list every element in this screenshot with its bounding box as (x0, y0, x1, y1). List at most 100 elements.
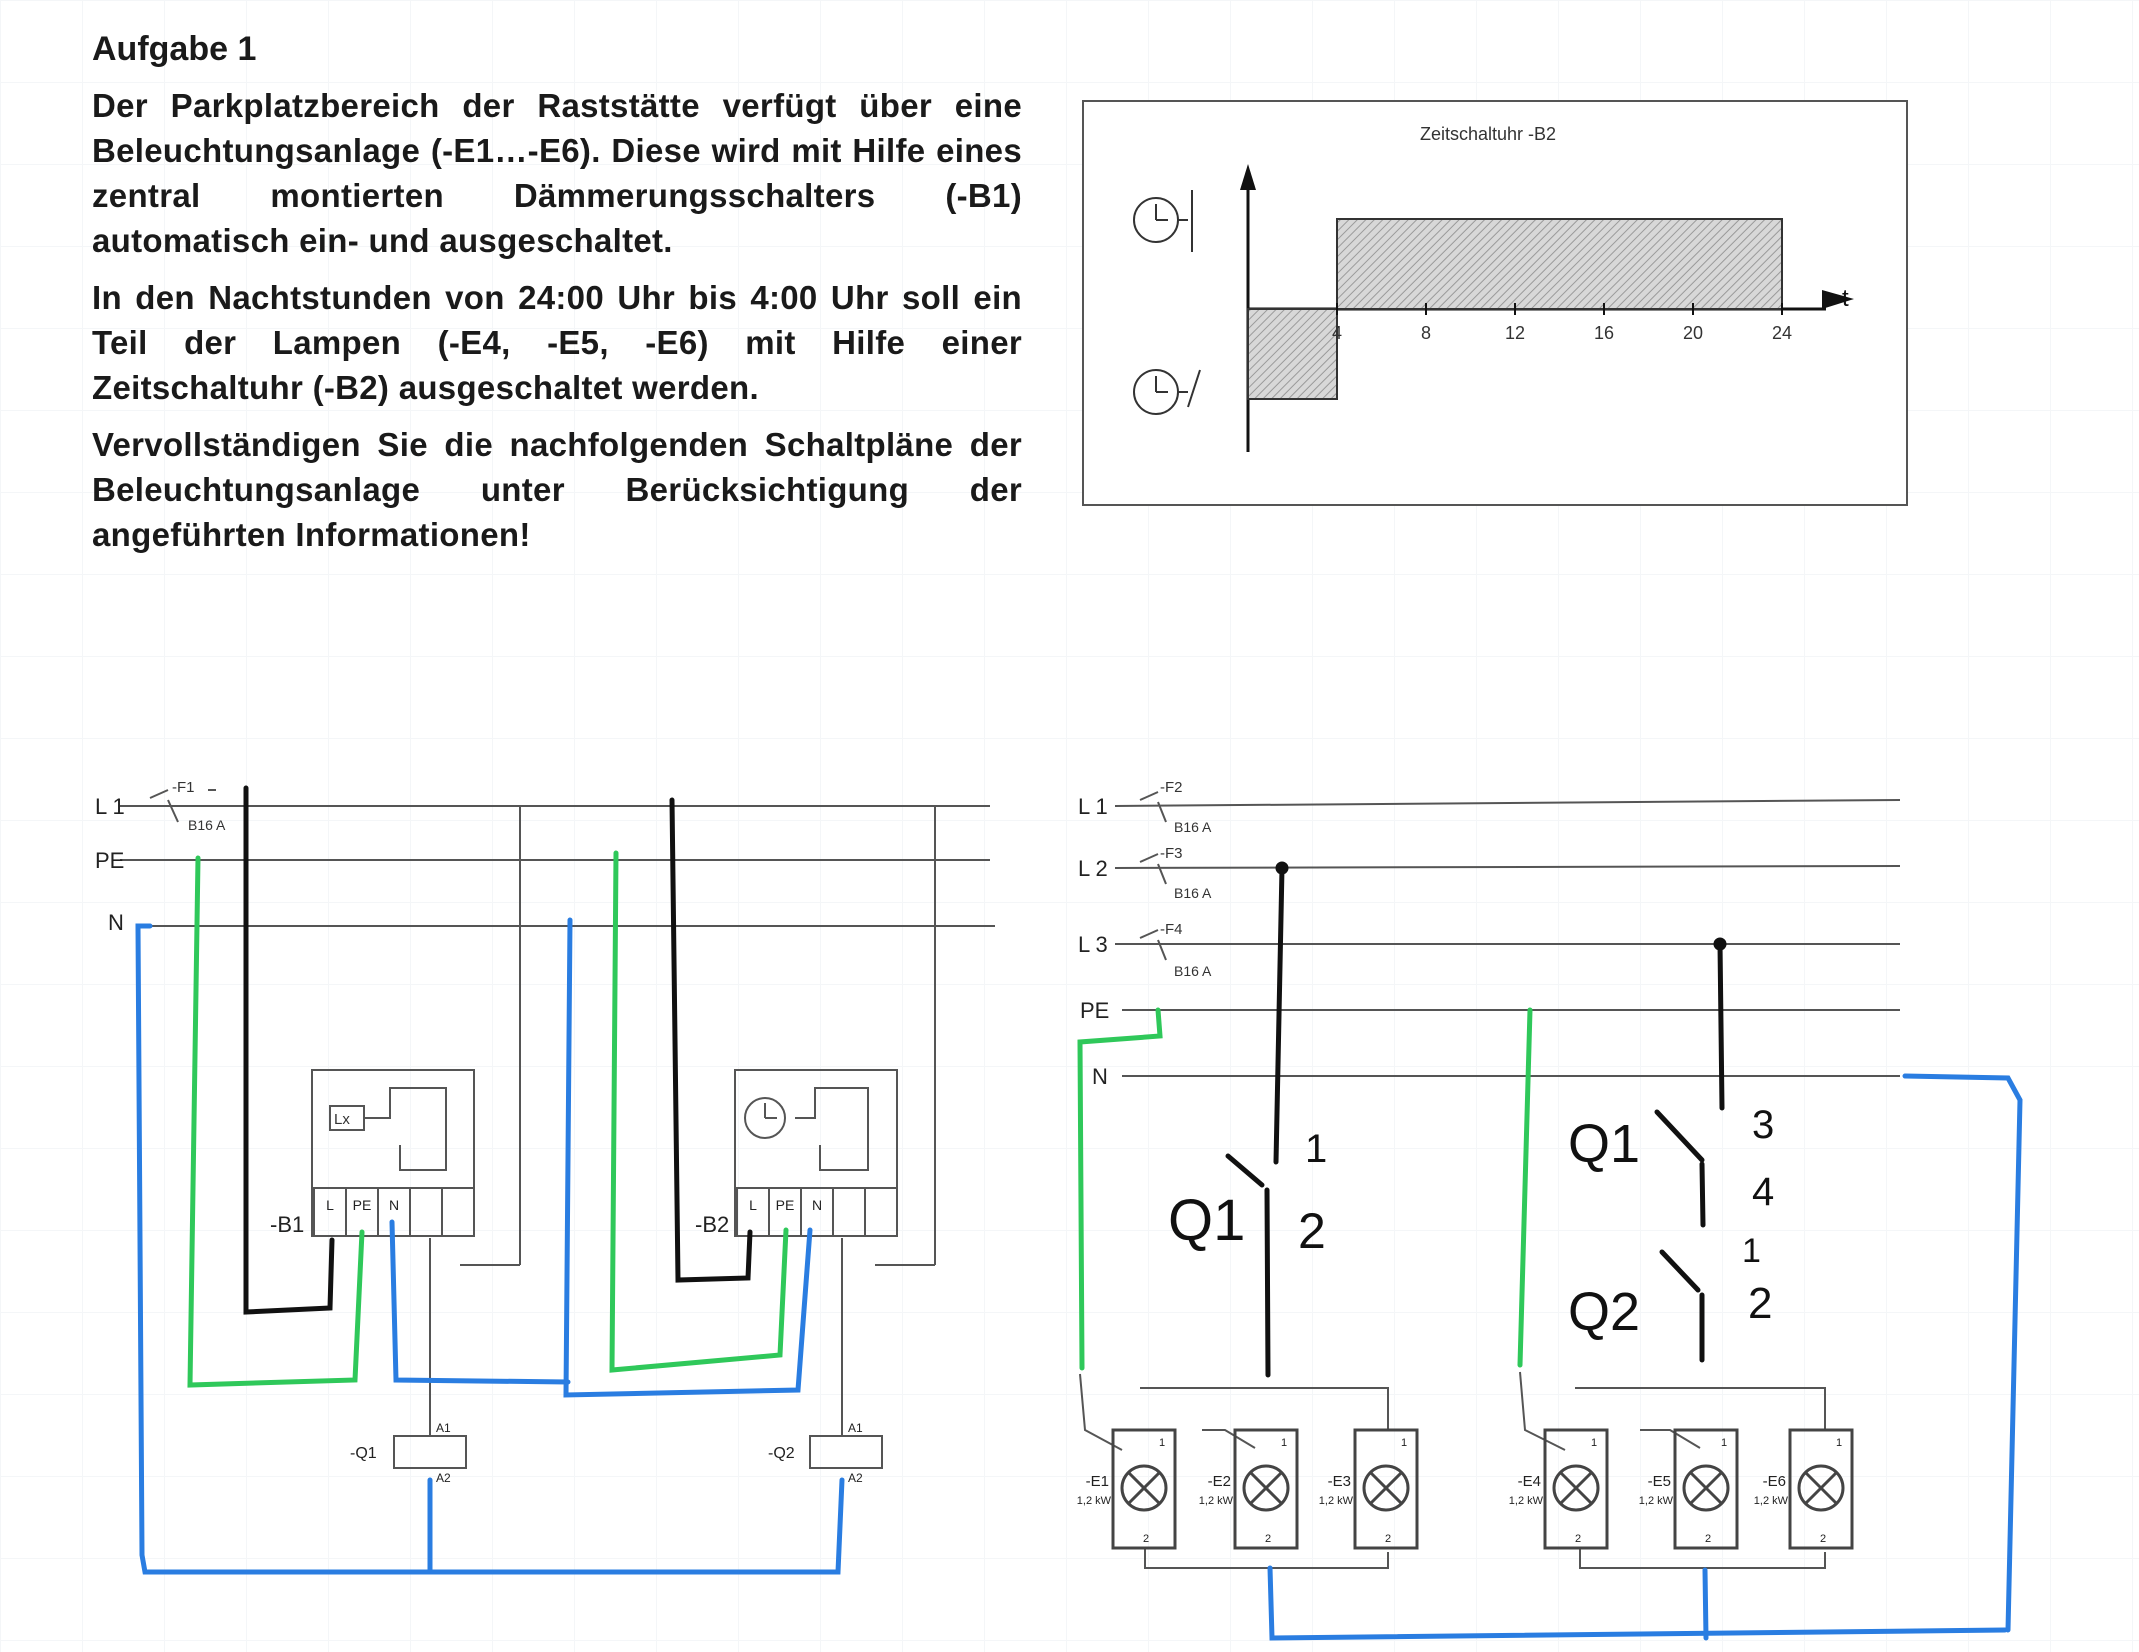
handwritten-neutral-wires-right (1267, 1073, 2023, 1641)
terminal-label: N (389, 1197, 399, 1213)
breaker-f3-rating: B16 A (1174, 885, 1212, 901)
handwritten-phase-wires-left (243, 785, 753, 1315)
clock-switch-icon (1133, 369, 1201, 415)
b1-contact (365, 1087, 447, 1171)
lamp-e2: 1 2 -E2 1,2 kW (1199, 1428, 1299, 1550)
svg-text:Lx: Lx (334, 1111, 350, 1128)
lamp-power: 1,2 kW (1199, 1495, 1234, 1507)
hand-contact-3-right: 3 (1752, 1103, 1774, 1147)
lamp-power: 1,2 kW (1639, 1495, 1674, 1507)
breaker-f4-name: -F4 (1160, 921, 1183, 938)
lamp-icon (1362, 1464, 1410, 1512)
terminal-slot (832, 1187, 866, 1237)
device-b1-name: -B1 (270, 1212, 304, 1237)
bus-label-r-l2: L 2 (1078, 856, 1108, 881)
q2-a1: A1 (848, 1421, 863, 1435)
handwritten-labels: Q1 1 2 Q1 3 4 Q2 1 2 (1168, 1103, 1774, 1342)
hand-contact-4-right: 4 (1752, 1170, 1774, 1214)
timer-tick-label: 4 (1332, 323, 1342, 343)
contactor-q2-name: -Q2 (768, 1445, 795, 1462)
hand-label-q1-right: Q1 (1568, 1114, 1640, 1174)
breaker-f2-rating: B16 A (1174, 819, 1212, 835)
task-paragraph-1: Der Parkplatzbereich der Raststätte verf… (92, 87, 1022, 259)
hand-contact-1-right: 1 (1742, 1232, 1761, 1270)
hand-label-q2-right: Q2 (1568, 1282, 1640, 1342)
lamp-terminal-1: 1 (1401, 1437, 1407, 1449)
task-paragraph-3: Vervollständigen Sie die nachfolgenden S… (92, 426, 1022, 553)
q1-coil (393, 1435, 467, 1469)
lamp-terminal-1: 1 (1836, 1437, 1842, 1449)
timer-tick-label: 8 (1421, 323, 1431, 343)
q1-a2: A2 (436, 1471, 451, 1485)
bus-label-r-l1: L 1 (1078, 794, 1108, 819)
lamp-terminal-1: 1 (1281, 1437, 1287, 1449)
q2-a2: A2 (848, 1471, 863, 1485)
bus-label-r-pe: PE (1080, 998, 1109, 1023)
terminal-label: L (326, 1197, 334, 1213)
y-axis-arrow (1240, 164, 1256, 190)
hand-label-q1-left: Q1 (1168, 1188, 1245, 1253)
axis-label-t: t (1842, 285, 1849, 312)
x-axis-arrow (1822, 290, 1854, 309)
handwritten-neutral-wires-left (135, 917, 845, 1575)
lamp-icon (1682, 1464, 1730, 1512)
lx-icon: Lx (329, 1105, 365, 1131)
lamp-icon (1797, 1464, 1845, 1512)
breaker-f2-name: -F2 (1160, 779, 1183, 796)
bus-l1-right (1114, 799, 1901, 807)
bus-label-l1: L 1 (95, 794, 125, 819)
handwritten-phase-wires-right (1225, 861, 1727, 1378)
lamp-terminal-2: 2 (1575, 1533, 1581, 1545)
terminal-slot (864, 1187, 898, 1237)
terminal-slot (441, 1187, 475, 1237)
lamp-name: -E5 (1648, 1473, 1671, 1490)
lamp-terminal-2: 2 (1265, 1533, 1271, 1545)
breaker-f1-symbol (149, 789, 216, 823)
bus-label-r-n: N (1092, 1064, 1108, 1089)
lamp-name: -E4 (1518, 1473, 1541, 1490)
timer-tick-label: 24 (1772, 323, 1792, 343)
lamp-name: -E2 (1208, 1473, 1231, 1490)
lamp-terminal-2: 2 (1385, 1533, 1391, 1545)
timer-tick-label: 20 (1683, 323, 1703, 343)
timer-on-bar (1336, 218, 1783, 310)
lamp-icon (1120, 1464, 1168, 1512)
lamp-power: 1,2 kW (1077, 1495, 1112, 1507)
task-title: Aufgabe 1 (92, 30, 257, 68)
breaker-symbols-right (1139, 791, 1167, 961)
lamp-terminal-2: 2 (1143, 1533, 1149, 1545)
timer-bars (1247, 218, 1783, 400)
lamp-e4: 12-E41,2 kW (1509, 1428, 1609, 1550)
breaker-f3-name: -F3 (1160, 845, 1183, 862)
hand-contact-1-left: 1 (1305, 1127, 1327, 1171)
terminal-label: L (749, 1197, 757, 1213)
hand-contact-2-right: 2 (1748, 1279, 1772, 1328)
lamp-e3: 12-E31,2 kW (1319, 1428, 1419, 1550)
b2-clock-icon (744, 1097, 786, 1139)
breaker-f1-name: -F1 (172, 779, 195, 796)
handwritten-pe-wires-right (1077, 1007, 1533, 1371)
lamp-terminal-2: 2 (1820, 1533, 1826, 1545)
q2-coil (809, 1435, 883, 1469)
lamp-name: -E1 (1086, 1473, 1109, 1490)
device-b2-name: -B2 (695, 1212, 729, 1237)
task-paragraph-2: In den Nachtstunden von 24:00 Uhr bis 4:… (92, 279, 1022, 406)
breaker-f4-rating: B16 A (1174, 963, 1212, 979)
terminal-label: PE (353, 1197, 372, 1213)
lamp-e6: 12-E61,2 kW (1754, 1428, 1854, 1550)
control-circuit (120, 805, 995, 1469)
q1-a1: A1 (436, 1421, 451, 1435)
main-circuit (1079, 799, 1901, 1569)
lamp-icon (1242, 1464, 1290, 1512)
breaker-f1-rating: B16 A (188, 817, 226, 833)
b2-contact (795, 1087, 869, 1171)
handwritten-pe-wires-left (187, 850, 789, 1388)
timer-tick-label: 12 (1505, 323, 1525, 343)
lamp-terminal-2: 2 (1705, 1533, 1711, 1545)
bus-label-pe: PE (95, 848, 124, 873)
